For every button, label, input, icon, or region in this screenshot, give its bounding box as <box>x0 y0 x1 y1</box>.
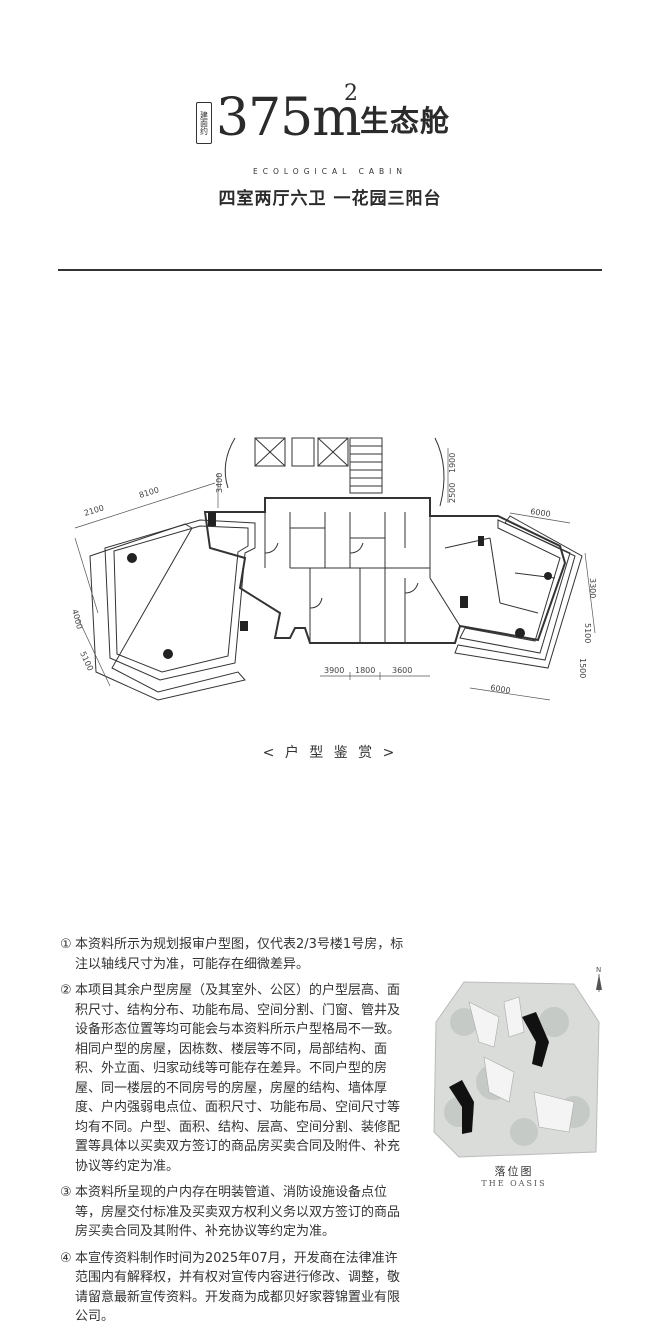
dim-top-center-c: 1900 <box>448 453 457 473</box>
note-item: ④ 本宣传资料制作时间为2025年07月，开发商在法律准许范围内有解释权，并有权… <box>60 1249 410 1327</box>
note-text: 本资料所呈现的户内存在明装管道、消防设施设备点位等，房屋交付标准及买卖双方权利义… <box>75 1185 401 1239</box>
dim-left-a: 4000 <box>70 608 84 630</box>
right-terrace <box>459 519 571 654</box>
dim-right-b: 5100 <box>583 623 592 643</box>
note-number: ② <box>60 983 72 998</box>
left-outer-edge <box>89 523 246 701</box>
note-text: 本资料所示为规划报审户型图，仅代表2/3号楼1号房，标注以轴线尺寸为准，可能存在… <box>75 937 404 972</box>
highlight-building-2 <box>449 1080 474 1134</box>
site-location-map: N <box>433 966 602 1158</box>
header: 建面约 375m 2 生态舱 ECOLOGICAL CABIN 四室两厅六卫 一… <box>0 0 660 280</box>
highlight-building-1 <box>522 1012 549 1067</box>
dim-top-center-a: 3400 <box>215 473 224 493</box>
dim-left-b: 5100 <box>78 650 95 672</box>
note-number: ③ <box>60 1185 72 1200</box>
note-item: ① 本资料所示为规划报审户型图，仅代表2/3号楼1号房，标注以轴线尺寸为准，可能… <box>60 935 410 974</box>
dim-right-c: 1500 <box>578 658 587 678</box>
layout-description: 四室两厅六卫 一花园三阳台 <box>218 189 442 209</box>
dim-bottom-b: 1800 <box>355 666 375 675</box>
note-item: ② 本项目其余户型房屋（及其室外、公区）的户型层高、面积尺寸、结构分布、功能布局… <box>60 981 410 1176</box>
dim-top-center-b: 2500 <box>448 483 457 503</box>
area-badge: 建面约 <box>196 102 212 144</box>
divider-line <box>58 269 602 271</box>
note-text: 本宣传资料制作时间为2025年07月，开发商在法律准许范围内有解释权，并有权对宣… <box>75 1250 401 1325</box>
dim-top-right: 6000 <box>530 507 551 519</box>
dim-right-a: 3300 <box>588 578 597 598</box>
north-arrow-icon: N <box>596 966 602 992</box>
dim-top-left-a: 2100 <box>83 503 105 518</box>
note-item: ③ 本资料所呈现的户内存在明装管道、消防设施设备点位等，房屋交付标准及买卖双方权… <box>60 1183 410 1242</box>
area-superscript: 2 <box>344 81 358 106</box>
elevator-1 <box>254 437 286 467</box>
left-terrace <box>104 519 256 681</box>
dim-top-left-b: 8100 <box>138 485 160 500</box>
area-value: 375m <box>216 88 362 148</box>
elevator-2 <box>291 437 315 467</box>
note-number: ① <box>60 937 72 952</box>
svg-text:N: N <box>596 966 601 974</box>
main-body <box>203 497 567 644</box>
subtitle-english: ECOLOGICAL CABIN <box>253 167 407 176</box>
site-map-caption-en: THE OASIS <box>481 1179 547 1188</box>
stair <box>349 437 383 494</box>
dim-bottom-a: 3900 <box>324 666 344 675</box>
left-terrace-inner <box>113 525 249 673</box>
right-outer-edge <box>454 515 583 669</box>
dim-bottom-c: 3600 <box>392 666 412 675</box>
unit-title: 生态舱 <box>360 104 451 138</box>
top-curve-left <box>224 437 236 489</box>
note-number: ④ <box>60 1250 72 1266</box>
top-curve-right <box>434 437 445 507</box>
note-text: 本项目其余户型房屋（及其室外、公区）的户型层高、面积尺寸、结构分布、功能布局、空… <box>75 983 401 1174</box>
site-map-caption: 落位图 <box>494 1165 534 1178</box>
dim-bottom-right: 6000 <box>490 683 512 695</box>
floor-plan-caption: < 户 型 鉴 赏 > <box>262 745 398 761</box>
floor-plan: 2100 8100 3400 2500 1900 6000 4000 5100 … <box>70 437 597 701</box>
disclaimer-notes: ① 本资料所示为规划报审户型图，仅代表2/3号楼1号房，标注以轴线尺寸为准，可能… <box>60 935 410 1334</box>
elevator-3 <box>317 437 349 467</box>
